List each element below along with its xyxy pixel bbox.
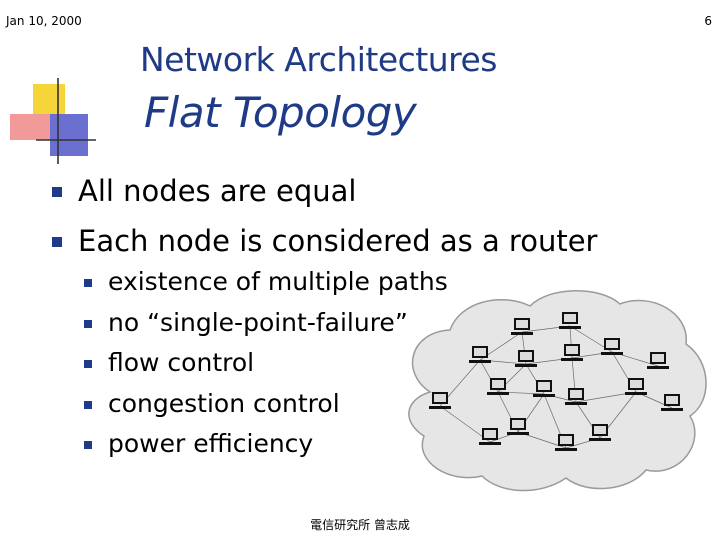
sub-bullet-item: no “single-point-failure”	[84, 305, 484, 346]
sub-bullet-item: power efficiency	[84, 426, 484, 467]
decorative-squares	[10, 78, 96, 164]
bullet-item: Each node is considered as a router	[48, 222, 668, 272]
bullet-square-icon	[52, 237, 62, 247]
slide-date: Jan 10, 2000	[6, 14, 82, 28]
bullet-square-icon	[84, 441, 92, 449]
bullet-square-icon	[84, 279, 92, 287]
sub-bullet-item: congestion control	[84, 386, 484, 427]
slide-title: Network Architectures	[140, 40, 498, 79]
sub-bullet-item: existence of multiple paths	[84, 264, 484, 305]
sub-bullet-list: existence of multiple paths no “single-p…	[84, 264, 484, 467]
bullet-square-icon	[84, 360, 92, 368]
bullet-square-icon	[84, 400, 92, 409]
sub-bullet-item: flow control	[84, 345, 484, 386]
network-cloud-diagram	[408, 290, 707, 492]
slide-subtitle: Flat Topology	[144, 88, 417, 137]
slide-footer: 電信研究所 曾志成	[310, 518, 410, 532]
bullet-square-icon	[52, 187, 62, 197]
bullet-item: All nodes are equal	[48, 172, 668, 222]
page-number: 6	[704, 14, 712, 28]
main-bullet-list: All nodes are equal Each node is conside…	[48, 172, 668, 272]
bullet-square-icon	[84, 319, 92, 328]
